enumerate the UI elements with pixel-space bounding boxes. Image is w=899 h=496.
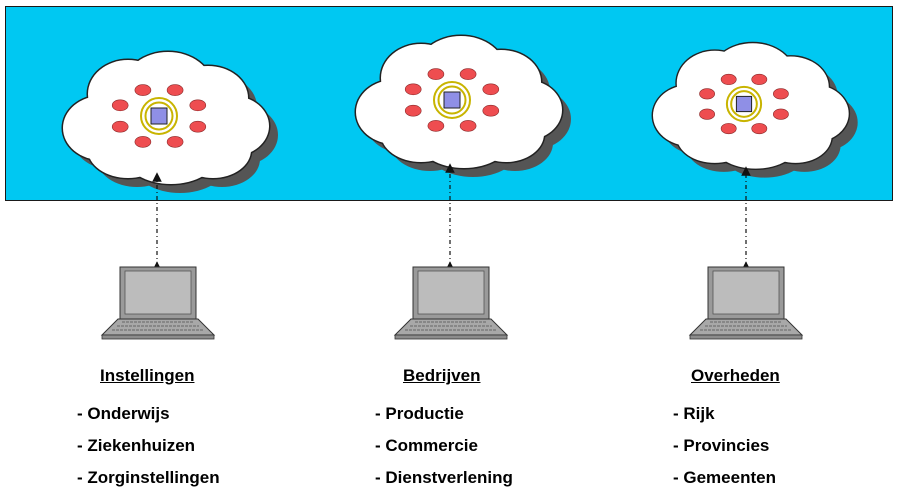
group-title: Instellingen — [100, 366, 195, 385]
group-item: - Commercie — [375, 436, 478, 455]
laptop-screen — [417, 270, 485, 315]
network-node — [166, 84, 184, 96]
network-node — [482, 83, 500, 96]
network-node — [166, 136, 184, 148]
laptop-icon — [393, 266, 509, 340]
group-item: - Provincies — [673, 436, 770, 455]
group-item: - Dienstverlening — [375, 468, 513, 487]
group-item: - Onderwijs — [77, 404, 170, 423]
group-item: - Productie — [375, 404, 464, 423]
group-overheden: Overheden - Rijk - Provincies - Gemeente… — [673, 364, 899, 494]
network-node — [404, 104, 422, 117]
network-node — [111, 120, 129, 133]
network-node — [699, 88, 715, 100]
network-node — [111, 99, 129, 112]
network-node — [773, 108, 789, 120]
network-node — [699, 108, 715, 120]
hub-server — [735, 95, 753, 113]
laptop-screen — [712, 270, 780, 315]
hub-server — [443, 91, 461, 109]
network-node — [459, 120, 477, 132]
group-title: Bedrijven — [403, 366, 481, 385]
network-node — [189, 99, 207, 112]
network-node — [427, 68, 445, 80]
cloud-2 — [354, 34, 571, 177]
network-node — [427, 120, 445, 132]
network-node — [773, 88, 789, 100]
laptop-base-edge — [689, 334, 803, 340]
laptop-keyboard-base — [688, 318, 804, 336]
group-bedrijven: Bedrijven - Productie - Commercie - Dien… — [375, 364, 615, 494]
network-node — [404, 83, 422, 96]
group-item: - Zorginstellingen — [77, 468, 220, 487]
network-node — [134, 136, 152, 148]
laptop-screen — [124, 270, 192, 315]
laptop-keyboard-base — [100, 318, 216, 336]
cloud-1 — [61, 50, 278, 193]
group-item: - Rijk — [673, 404, 715, 423]
laptop-keyboard-base — [393, 318, 509, 336]
group-item: - Gemeenten — [673, 468, 776, 487]
hub-server — [150, 107, 168, 125]
laptop-base-edge — [101, 334, 215, 340]
network-node — [751, 123, 768, 135]
laptop-base-edge — [394, 334, 508, 340]
group-instellingen: Instellingen - Onderwijs - Ziekenhuizen … — [77, 364, 317, 494]
cloud-3 — [651, 41, 858, 178]
network-node — [134, 84, 152, 96]
network-node — [189, 120, 207, 133]
laptop-icon — [688, 266, 804, 340]
network-node — [720, 123, 737, 135]
network-node — [751, 73, 768, 85]
laptop-icon — [100, 266, 216, 340]
network-node — [720, 73, 737, 85]
network-node — [459, 68, 477, 80]
group-item: - Ziekenhuizen — [77, 436, 196, 455]
network-node — [482, 104, 500, 117]
group-title: Overheden — [691, 366, 780, 385]
